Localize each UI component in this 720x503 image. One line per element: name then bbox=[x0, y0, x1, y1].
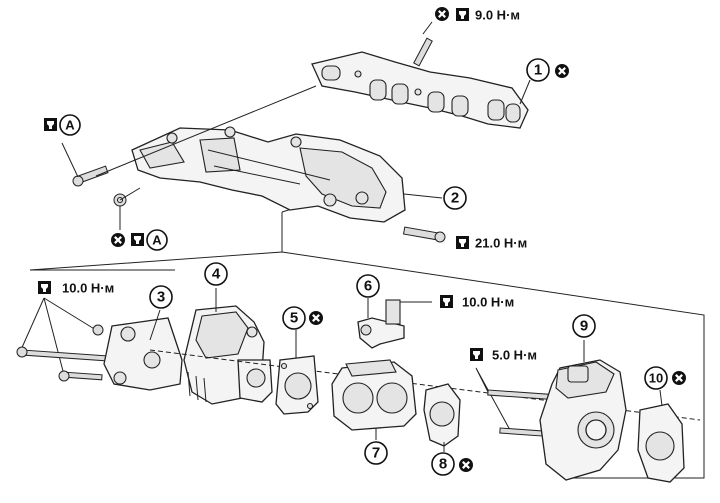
svg-text:7: 7 bbox=[372, 445, 380, 462]
torque-wrench-icon bbox=[440, 295, 453, 308]
svg-text:10.0 Н·м: 10.0 Н·м bbox=[462, 295, 514, 310]
gasket-outlet bbox=[637, 403, 685, 483]
torque-wrench-icon bbox=[131, 233, 144, 246]
throttle-body bbox=[331, 359, 417, 431]
leader-3 bbox=[149, 309, 161, 341]
callout-10: 10 bbox=[644, 366, 688, 390]
ref-a-upper: A bbox=[44, 114, 81, 136]
manifold-bolt-21 bbox=[402, 226, 446, 243]
gasket-small bbox=[275, 355, 319, 415]
exhaust-manifold bbox=[131, 126, 406, 223]
svg-text:8: 8 bbox=[439, 456, 447, 473]
callout-1: 1 bbox=[526, 58, 571, 82]
torque-sensor-bolt: 10.0 Н·м bbox=[440, 295, 514, 310]
torque-wrench-icon bbox=[470, 348, 483, 361]
do-not-reuse-icon bbox=[307, 309, 325, 327]
svg-text:5.0 Н·м: 5.0 Н·м bbox=[492, 348, 537, 363]
manifold-left-bolt bbox=[61, 85, 317, 187]
do-not-reuse-icon bbox=[433, 5, 451, 23]
ref-a-lower: A bbox=[109, 229, 168, 251]
torque-wrench-icon bbox=[38, 281, 51, 294]
egr-valve bbox=[539, 359, 627, 481]
torque-top: 9.0 Н·м bbox=[433, 5, 520, 23]
do-not-reuse-icon bbox=[109, 231, 127, 249]
manifold-stud bbox=[413, 21, 433, 67]
svg-text:10.0 Н·м: 10.0 Н·м bbox=[62, 281, 114, 296]
svg-text:A: A bbox=[152, 233, 162, 248]
svg-text:1: 1 bbox=[534, 62, 542, 79]
callout-3: 3 bbox=[149, 285, 173, 309]
gasket-valve bbox=[423, 383, 461, 447]
bracket bbox=[103, 317, 183, 391]
torque-wrench-icon bbox=[456, 236, 469, 249]
alignment-axis bbox=[149, 349, 701, 421]
callout-5: 5 bbox=[282, 306, 325, 330]
leader-10 bbox=[659, 389, 663, 407]
actuator-flange bbox=[237, 359, 273, 403]
callout-4: 4 bbox=[204, 262, 228, 286]
svg-text:2: 2 bbox=[451, 190, 459, 207]
do-not-reuse-icon bbox=[670, 369, 688, 387]
callout-8: 8 bbox=[431, 452, 475, 476]
manifold-gasket bbox=[311, 51, 529, 129]
do-not-reuse-icon bbox=[553, 62, 571, 80]
torque-valve-studs: 5.0 Н·м bbox=[470, 348, 537, 363]
torque-wrench-icon bbox=[456, 8, 469, 21]
svg-text:5: 5 bbox=[290, 310, 298, 327]
svg-text:4: 4 bbox=[212, 266, 221, 283]
svg-text:9.0 Н·м: 9.0 Н·м bbox=[475, 8, 520, 23]
manifold-nut bbox=[113, 187, 141, 207]
do-not-reuse-icon bbox=[457, 456, 475, 474]
svg-text:3: 3 bbox=[157, 289, 165, 306]
torque-manifold-bolt: 21.0 Н·м bbox=[456, 236, 527, 251]
callout-6: 6 bbox=[356, 274, 380, 298]
svg-text:21.0 Н·м: 21.0 Н·м bbox=[475, 236, 527, 251]
torque-wrench-icon bbox=[44, 118, 57, 131]
torque-left-bolts: 10.0 Н·м bbox=[38, 281, 114, 296]
callout-7: 7 bbox=[364, 441, 388, 465]
callout-2: 2 bbox=[443, 186, 467, 210]
leader-1 bbox=[519, 79, 531, 105]
svg-text:10: 10 bbox=[649, 371, 663, 386]
callout-9: 9 bbox=[572, 314, 596, 338]
svg-text:9: 9 bbox=[580, 318, 588, 335]
sensor bbox=[357, 299, 432, 349]
svg-text:6: 6 bbox=[364, 278, 372, 295]
left-bolt-group bbox=[16, 297, 133, 382]
leader-2 bbox=[403, 193, 443, 199]
svg-text:A: A bbox=[65, 118, 75, 133]
assembly-frame-line bbox=[29, 212, 705, 479]
